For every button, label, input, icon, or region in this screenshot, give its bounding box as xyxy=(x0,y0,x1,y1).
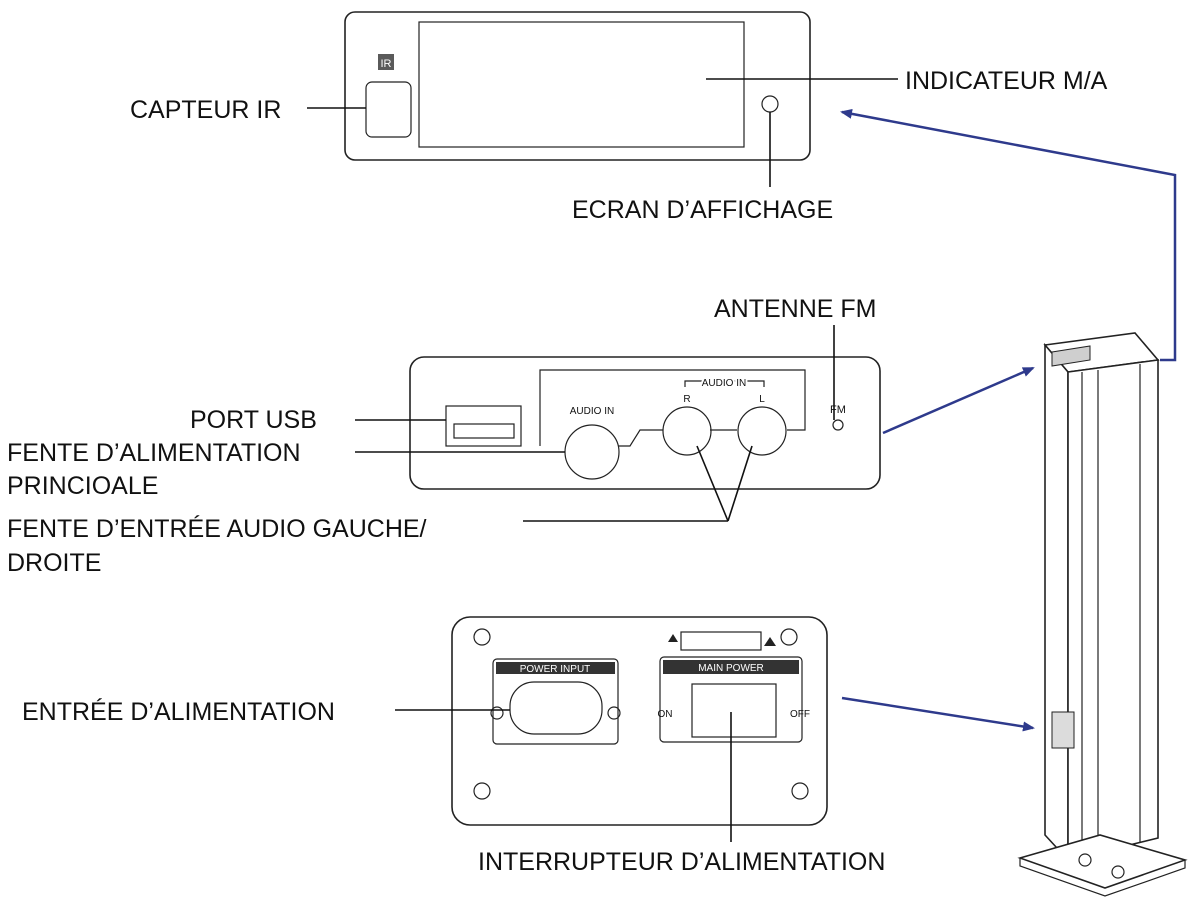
power-input-label: POWER INPUT xyxy=(520,664,591,675)
power-input-frame xyxy=(492,658,619,745)
fente-alimentation-label-2: PRINCIOALE xyxy=(7,472,158,500)
audio-in-main-label: AUDIO IN xyxy=(570,406,614,417)
tower-left-face xyxy=(1044,342,1069,863)
tower-rear-panel xyxy=(1051,711,1075,749)
switch-on-label: ON xyxy=(658,709,673,720)
power-panel: POWER INPUT MAIN POWER ON OFF xyxy=(451,616,828,826)
power-input-screw-right xyxy=(607,706,621,720)
main-power-header xyxy=(663,660,799,674)
power-input-header xyxy=(496,662,615,674)
tower-base-screw-1 xyxy=(1078,853,1092,867)
fm-label: FM xyxy=(830,404,846,416)
port-usb-label: PORT USB xyxy=(190,406,317,434)
tower-speaker xyxy=(1017,332,1188,897)
input-panel: AUDIO IN AUDIO IN R L FM xyxy=(409,356,881,490)
power-panel-frame xyxy=(451,616,828,826)
indicateur-ma-label: INDICATEUR M/A xyxy=(905,67,1108,95)
usb-port-slot xyxy=(453,423,515,439)
audio-in-group-label: AUDIO IN xyxy=(702,378,746,389)
audio-in-r-jack xyxy=(662,406,712,456)
switch-off-label: OFF xyxy=(790,709,810,720)
screw-hole-bottom-right xyxy=(791,782,809,800)
power-input-screw-left xyxy=(490,706,504,720)
screw-hole-top-right xyxy=(780,628,798,646)
arrow-input-panel-to-tower xyxy=(882,366,1035,435)
usb-port-housing xyxy=(445,405,522,447)
ecran-affichage-label: ECRAN D’AFFICHAGE xyxy=(572,196,833,224)
warning-left-icon xyxy=(668,634,678,642)
arrow-tower-to-display-panel xyxy=(840,108,1177,362)
ir-badge-label: IR xyxy=(381,58,392,70)
fente-audio-leader-l xyxy=(727,445,753,522)
tower-front-face xyxy=(1067,359,1159,862)
main-power-switch xyxy=(691,683,777,738)
power-input-socket xyxy=(509,681,603,735)
main-power-label: MAIN POWER xyxy=(698,663,764,674)
tower-base-edge xyxy=(1019,858,1186,897)
channel-l-label: L xyxy=(759,394,765,405)
ir-badge-icon xyxy=(378,54,394,70)
warning-label-plate xyxy=(680,631,762,651)
ir-sensor-window xyxy=(365,81,412,138)
audio-in-l-jack xyxy=(737,406,787,456)
input-panel-frame xyxy=(409,356,881,490)
tower-base-screw-2 xyxy=(1111,865,1125,879)
display-panel: IR xyxy=(344,11,811,161)
fente-audio-label-2: DROITE xyxy=(7,549,101,577)
screw-hole-top-left xyxy=(473,628,491,646)
interrupteur-label: INTERRUPTEUR D’ALIMENTATION xyxy=(478,848,885,876)
arrow-power-panel-to-tower xyxy=(841,696,1035,732)
capteur-ir-label: CAPTEUR IR xyxy=(130,96,281,124)
fente-audio-label-1: FENTE D’ENTRÉE AUDIO GAUCHE/ xyxy=(7,514,427,543)
entree-alimentation-label: ENTRÉE D’ALIMENTATION xyxy=(22,697,335,726)
fente-audio-leader-r xyxy=(696,445,729,522)
fente-alimentation-label-1: FENTE D’ALIMENTATION xyxy=(7,439,301,467)
tower-top-display xyxy=(1051,345,1091,367)
antenne-fm-label: ANTENNE FM xyxy=(714,295,877,323)
tower-base-plate xyxy=(1017,834,1188,889)
screw-hole-bottom-left xyxy=(473,782,491,800)
audio-recess-outline xyxy=(539,369,806,447)
audio-in-group-bracket xyxy=(684,380,765,387)
channel-r-label: R xyxy=(683,394,690,405)
fm-antenna-jack xyxy=(832,419,844,431)
display-screen xyxy=(418,21,745,148)
display-panel-frame xyxy=(344,11,811,161)
warning-right-icon xyxy=(764,637,776,646)
